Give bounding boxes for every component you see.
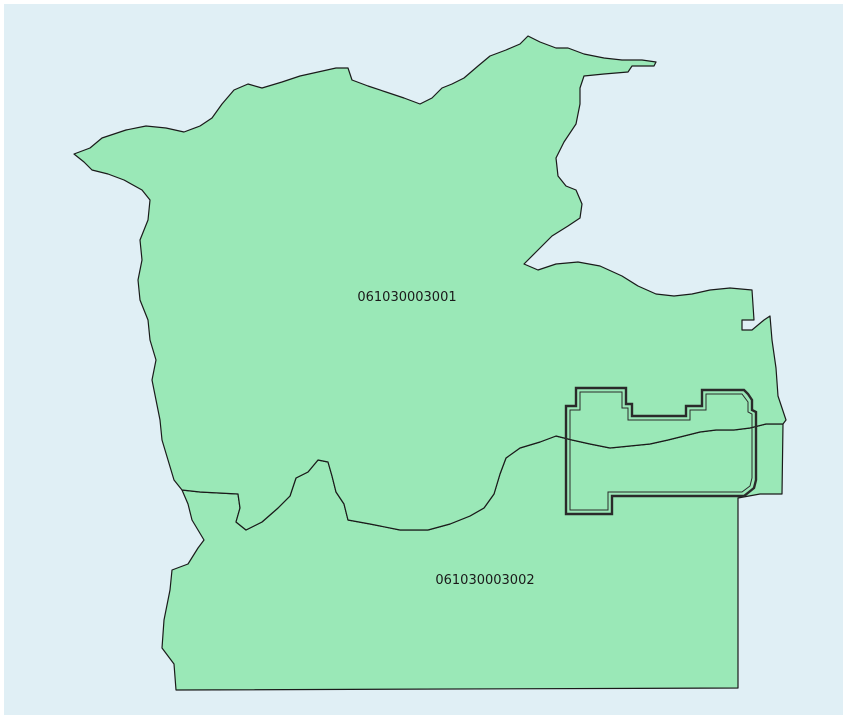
region-061030003001[interactable] — [73, 35, 787, 531]
map-view[interactable]: 061030003001 061030003002 — [4, 4, 843, 715]
highlighted-parcel-outline[interactable] — [564, 386, 758, 516]
map-canvas[interactable]: 061030003001 061030003002 — [4, 4, 843, 715]
region-label-061030003002: 061030003002 — [435, 573, 534, 588]
highlighted-parcel-inner-outline — [569, 391, 753, 511]
region-label-061030003001: 061030003001 — [357, 290, 456, 305]
